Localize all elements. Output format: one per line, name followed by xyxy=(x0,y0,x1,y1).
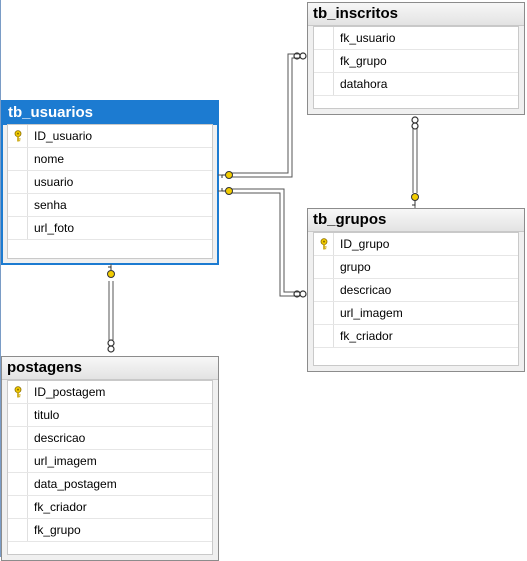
column-row[interactable]: fk_criador xyxy=(8,496,212,519)
row-selector[interactable] xyxy=(8,148,28,170)
primary-key-icon xyxy=(13,386,23,398)
table-tb-inscritos[interactable]: tb_inscritos fk_usuario fk_grupo datahora xyxy=(307,2,525,115)
column-row[interactable]: nome xyxy=(8,148,212,171)
row-selector[interactable] xyxy=(314,279,334,301)
row-selector[interactable] xyxy=(314,27,334,49)
column-row[interactable]: datahora xyxy=(314,73,518,96)
one-end-key-icon xyxy=(221,171,233,179)
primary-key-icon xyxy=(13,130,23,142)
column-row[interactable]: descricao xyxy=(314,279,518,302)
column-name: grupo xyxy=(340,260,371,274)
row-selector[interactable] xyxy=(8,519,28,541)
column-name: descricao xyxy=(34,431,86,445)
primary-key-icon xyxy=(319,238,329,250)
column-name: url_imagem xyxy=(34,454,97,468)
many-end-icon xyxy=(411,116,419,130)
row-selector[interactable] xyxy=(314,256,334,278)
row-selector[interactable] xyxy=(8,381,28,403)
column-name: senha xyxy=(34,198,67,212)
column-name: ID_usuario xyxy=(34,129,93,143)
many-end-icon xyxy=(293,290,307,298)
row-selector[interactable] xyxy=(8,404,28,426)
row-selector[interactable] xyxy=(314,233,334,255)
column-name: ID_grupo xyxy=(340,237,390,251)
column-row[interactable]: ID_usuario xyxy=(8,125,212,148)
column-name: fk_criador xyxy=(34,500,87,514)
column-name: fk_criador xyxy=(340,329,393,343)
column-row[interactable]: fk_usuario xyxy=(314,27,518,50)
row-selector[interactable] xyxy=(8,496,28,518)
column-name: data_postagem xyxy=(34,477,117,491)
column-row[interactable]: fk_grupo xyxy=(8,519,212,542)
column-name: fk_grupo xyxy=(340,54,387,68)
column-row[interactable]: url_imagem xyxy=(8,450,212,473)
row-selector[interactable] xyxy=(8,125,28,147)
many-end-icon xyxy=(293,52,307,60)
column-row[interactable]: data_postagem xyxy=(8,473,212,496)
row-selector[interactable] xyxy=(8,450,28,472)
table-title[interactable]: tb_grupos xyxy=(308,209,524,232)
column-name: descricao xyxy=(340,283,392,297)
column-name: ID_postagem xyxy=(34,385,106,399)
column-row[interactable]: url_imagem xyxy=(314,302,518,325)
row-selector[interactable] xyxy=(314,73,334,95)
one-end-key-icon xyxy=(411,193,419,206)
column-row[interactable]: fk_criador xyxy=(314,325,518,348)
relationship-inscritos-usuarios[interactable] xyxy=(218,53,300,178)
column-row[interactable]: descricao xyxy=(8,427,212,450)
column-name: titulo xyxy=(34,408,60,422)
column-row[interactable]: grupo xyxy=(314,256,518,279)
column-row[interactable]: url_foto xyxy=(8,217,212,240)
column-name: datahora xyxy=(340,77,388,91)
row-selector[interactable] xyxy=(8,171,28,193)
row-selector[interactable] xyxy=(8,427,28,449)
row-selector[interactable] xyxy=(314,50,334,72)
table-title[interactable]: tb_usuarios xyxy=(3,102,217,125)
table-title[interactable]: postagens xyxy=(2,357,218,380)
canvas-left-border xyxy=(0,0,1,557)
row-selector[interactable] xyxy=(8,217,28,239)
many-end-icon xyxy=(107,339,115,353)
row-selector[interactable] xyxy=(314,325,334,347)
one-end-key-icon xyxy=(107,266,115,278)
column-row[interactable]: usuario xyxy=(8,171,212,194)
column-row[interactable]: ID_postagem xyxy=(8,381,212,404)
column-row[interactable]: senha xyxy=(8,194,212,217)
column-row[interactable]: fk_grupo xyxy=(314,50,518,73)
row-selector[interactable] xyxy=(8,473,28,495)
column-name: nome xyxy=(34,152,65,166)
column-name: url_imagem xyxy=(340,306,403,320)
relationship-grupos-usuarios[interactable] xyxy=(218,188,300,297)
one-end-key-icon xyxy=(221,187,233,195)
column-name: fk_usuario xyxy=(340,31,396,45)
table-title[interactable]: tb_inscritos xyxy=(308,3,524,26)
column-row[interactable]: ID_grupo xyxy=(314,233,518,256)
column-name: fk_grupo xyxy=(34,523,81,537)
row-selector[interactable] xyxy=(8,194,28,216)
row-selector[interactable] xyxy=(314,302,334,324)
column-row[interactable]: titulo xyxy=(8,404,212,427)
column-list: fk_usuario fk_grupo datahora xyxy=(313,26,519,109)
column-name: usuario xyxy=(34,175,74,189)
column-name: url_foto xyxy=(34,221,75,235)
